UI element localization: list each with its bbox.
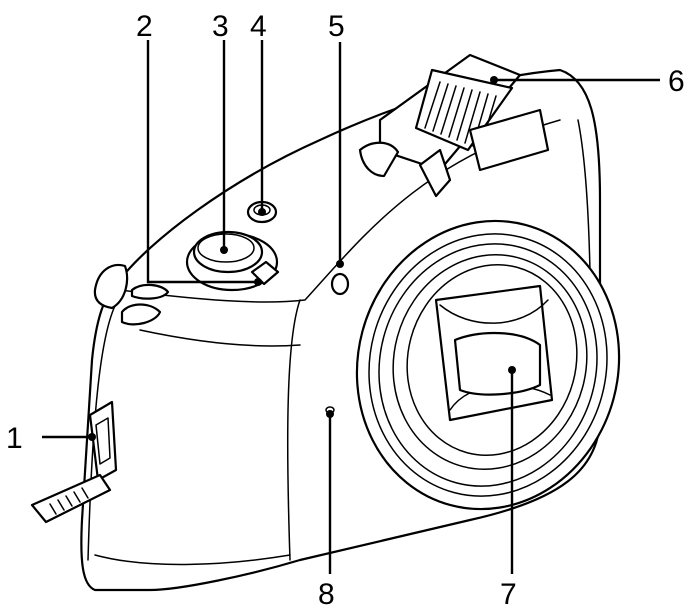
cover-ridges <box>49 487 89 515</box>
af-assist-lamp <box>330 272 350 296</box>
callout-3: 3 <box>212 10 229 43</box>
lens <box>355 219 621 511</box>
leader-dot-8 <box>326 410 334 418</box>
leader-dot-4 <box>258 208 266 216</box>
pop-up-flash <box>358 53 550 198</box>
callout-5: 5 <box>328 10 345 43</box>
callout-6: 6 <box>668 65 685 98</box>
leader-dot-7 <box>508 366 516 374</box>
leader-lines <box>42 40 660 574</box>
leader-dot-5 <box>336 260 344 268</box>
leader-dot-2 <box>254 278 262 286</box>
callout-2: 2 <box>136 10 153 43</box>
flash-grille <box>424 81 497 147</box>
leader-dot-1 <box>88 433 96 441</box>
callout-4: 4 <box>250 10 267 43</box>
callout-7: 7 <box>500 578 517 611</box>
callout-1: 1 <box>6 422 23 455</box>
strap-lug <box>93 263 170 326</box>
leader-2 <box>146 40 258 284</box>
leader-dots <box>88 76 516 441</box>
leader-dot-6 <box>490 76 498 84</box>
callout-labels: 1 2 3 4 5 6 7 8 <box>6 10 685 611</box>
terminal-cover <box>30 400 118 524</box>
callout-8: 8 <box>318 578 335 611</box>
leader-dot-3 <box>220 246 228 254</box>
